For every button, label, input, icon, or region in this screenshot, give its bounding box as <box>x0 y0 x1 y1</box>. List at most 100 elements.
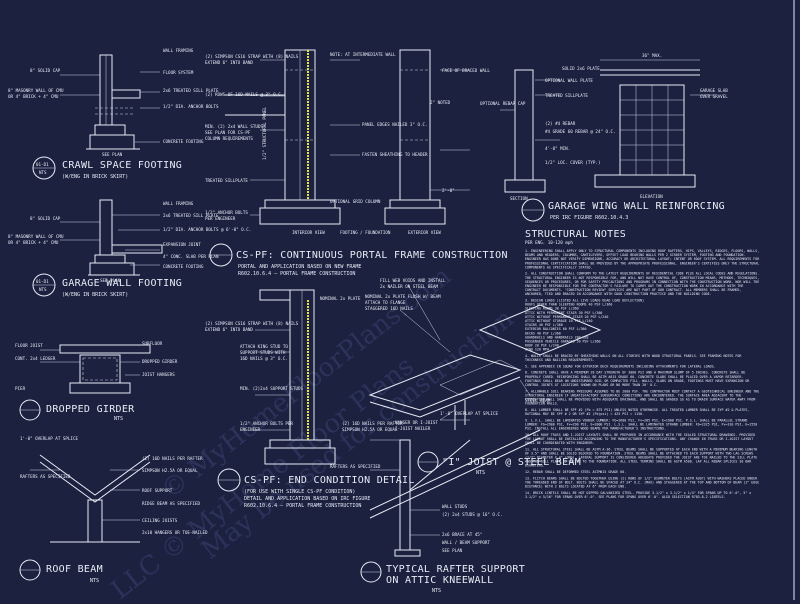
detail-joist-steel-beam: FILL WEB VOIDS AND INSTALL 2x NAILER ON … <box>365 278 602 476</box>
detail-dropped-girder: FLOOR JOIST CONT. 2x4 LEDGER SUBFLOOR DR… <box>15 341 178 422</box>
detail-crawl-space-footing: WALL FRAMING 8" SOLID CAP FLOOR SYSTEM 8… <box>8 48 219 180</box>
crawl-detail-sheet: NTS <box>39 170 47 175</box>
crawl-label-masonry-wall-2: OR 4" BRICK + 4" CMU <box>8 94 59 99</box>
girder-label-subfloor: SUBFLOOR <box>142 341 163 346</box>
crawl-label-wall-framing: WALL FRAMING <box>163 48 194 53</box>
garage-subtitle: (W/ENG IN BRICK SKIRT) <box>62 292 128 298</box>
garage-detail-sheet: NTS <box>39 287 47 292</box>
gw-label-slab: GARAGE SLAB <box>700 88 728 93</box>
rs-label-see-plan: SEE PLAN <box>442 548 463 553</box>
ij-label-flange: ATTACH TO FLANGE <box>365 300 406 305</box>
crawl-label-solid-cap: 8" SOLID CAP <box>30 68 61 73</box>
gw-subtitle: PER IRC FIGURE R602.10.4.3 <box>550 215 628 221</box>
girder-label-pier: PIER <box>15 386 26 391</box>
crawl-title: CRAWL SPACE FOOTING <box>62 160 182 171</box>
notes-subtitle: PER ENG. 10-120 mph <box>525 240 573 245</box>
ec-subtitle-1: (FOR USE WITH SINGLE CS-PF CONDITION) <box>244 489 355 495</box>
rs-label-rafters: RAFTERS AS SPECIFIED <box>330 464 381 469</box>
roofbeam-label-simpson: SIMPSON H2.5A OR EQUAL <box>142 468 198 473</box>
gw-label-2-rebar: (2) #4 REBAR <box>545 121 576 126</box>
garage-label-slab: 4" CONC. SLAB PER PLAN <box>163 254 219 259</box>
notes-body: 1. ENGINEERING SHALL APPLY ONLY TO STRUC… <box>525 249 759 499</box>
crawl-label-masonry-wall: 8" MASONRY WALL OF CMU <box>8 88 64 93</box>
pf-label-column: COLUMN REQUIREMENTS <box>205 136 253 141</box>
pf-label-engineer: PER ENGINEER <box>205 216 236 221</box>
structural-note: 6. CONCRETE SHALL HAVE A MINIMUM 28 DAY … <box>525 371 749 387</box>
rs-label-overlap: 1'-0" OVERLAP AT SPLICE <box>440 411 498 416</box>
rs-label-nails: (2) 16D NAILS PER RAFTER <box>342 421 403 426</box>
roofbeam-sheet: NTS <box>90 578 99 584</box>
ij-label-ij-nailer: I-JOIST NAILER <box>395 426 431 431</box>
structural-note: 8. ALL LUMBER SHALL BE SPF #2 (Fb = 875 … <box>525 408 749 416</box>
ec-label-attach: ATTACH KING STUD TO <box>240 344 288 349</box>
roofbeam-label-roof-support: ROOF SUPPORT <box>142 488 173 493</box>
pf-label-footing: FOOTING / FOUNDATION <box>340 230 391 235</box>
ec-title: CS-PF: END CONDITION DETAIL <box>244 475 415 486</box>
girder-title: DROPPED GIRDER <box>46 404 135 415</box>
garage-label-sill-plate: 2x6 TREATED SILL PLATE <box>163 213 219 218</box>
gw-label-section: SECTION <box>510 196 528 201</box>
roofbeam-label-ceiling-joists: CEILING JOISTS <box>142 518 178 523</box>
structural-note: 7. ALLOWABLE SOIL BEARING PRESSURE ASSUM… <box>525 389 759 405</box>
roofbeam-label-nails: (2) 16D NAILS PER RAFTER <box>142 456 203 461</box>
pf-title: CS-PF: CONTINUOUS PORTAL FRAME CONSTRUCT… <box>236 250 508 261</box>
structural-note: 5. SEE APPENDIX IN SQUAD FOR EXTERIOR DE… <box>525 364 716 368</box>
gw-label-plate: SOLID 2x6 PLATE <box>562 66 600 71</box>
rs-sheet: NTS <box>432 588 441 594</box>
garage-label-see-plan: SEE PLAN <box>100 278 121 283</box>
pf-label-see-plan: SEE PLAN FOR CS-PF <box>205 130 251 135</box>
pf-label-note: NOTE: AT INTERMEDIATE WALL <box>330 52 396 57</box>
girder-label-ledger: CONT. 2x4 LEDGER <box>15 356 56 361</box>
detail-end-condition: (2) SIMPSON CS16 STRAP WITH (8) NAILS EX… <box>205 289 415 509</box>
pf-label-noted: 2" NOTED <box>430 100 451 105</box>
ec-label-anchor: 1/2" ANCHOR BOLTS PER <box>240 421 293 426</box>
roofbeam-label-ridge: RIDGE BEAM AS SPECIFIED <box>142 501 200 506</box>
crawl-detail-id: 01-D1 <box>36 162 49 167</box>
rs-label-wall: WALL / BEAM SUPPORT <box>442 540 490 545</box>
gw-label-optional-plate: OPTIONAL WALL PLATE <box>545 78 593 83</box>
pf-label-face: FACE OF BRACED WALL <box>442 68 490 73</box>
ec-subtitle-3: R602.10.6.4 — PORTAL FRAME CONSTRUCTION <box>244 503 361 509</box>
ij-label-nails: STAGGERED 16D NAILS <box>365 306 413 311</box>
ij-label-hanger: HANGER OR I-JOIST <box>395 420 438 425</box>
girder-label-floor-joist: FLOOR JOIST <box>15 343 43 348</box>
rs-title: TYPICAL RAFTER SUPPORT <box>386 564 525 575</box>
crawl-label-see-plan: SEE PLAN <box>102 152 123 157</box>
structural-note: 3. DESIGN LOADS (LISTED ALL LIVE LOADS D… <box>525 299 644 352</box>
detail-portal-frame: (2) SIMPSON CS16 STRAP WITH (8) NAILS EX… <box>205 49 508 277</box>
rs-label-brace: 2x6 BRACE AT 45° <box>442 532 482 537</box>
ec-label-support: SUPPORT STUDS WITH <box>240 350 286 355</box>
garage-label-expansion-joint: EXPANSION JOINT <box>163 242 201 247</box>
gw-label-36max: 36" MAX. <box>642 53 662 58</box>
pf-label-fasten: FASTEN SHEATHING TO HEADER <box>362 152 428 157</box>
structural-note: 4. WALLS SHALL BE BRACED BY SHEATHING WA… <box>525 354 741 362</box>
rs-label-simpson: SIMPSON H2.5A OR EQUAL <box>342 427 398 432</box>
ij-label-nailer: 2x NAILER ON STEEL BEAM <box>380 284 438 289</box>
garage-label-wall-framing: WALL FRAMING <box>163 201 194 206</box>
garage-title: GARAGE WALL FOOTING <box>62 278 182 289</box>
pf-subtitle-1: PORTAL AND APPLICATION BASED ON NEW FRAM… <box>238 264 361 270</box>
structural-note: 13. FLITCH BEAMS SHALL BE BOLTED TOGETHE… <box>525 476 759 488</box>
rs-label-2x4: (2) 2x4 STUDS @ 16" O.C. <box>442 512 503 517</box>
structural-note: 10. ALL ROOF TRUSS AND I-JOIST LAYOUTS S… <box>525 433 755 445</box>
structural-note: 1. ENGINEERING SHALL APPLY ONLY TO STRUC… <box>525 249 759 269</box>
girder-label-girder: DROPPED GIRDER <box>142 359 178 364</box>
gw-label-cover: 1/2" LOC. COVER (TYP.) <box>545 160 600 165</box>
roofbeam-title: ROOF BEAM <box>46 564 103 575</box>
gw-label-rebar-cap: OPTIONAL REBAR CAP <box>480 101 526 106</box>
gw-label-sillplate: TREATED SILLPLATE <box>545 93 588 98</box>
ec-label-nails: 16D NAILS @ 3" O.C. <box>240 356 288 361</box>
pf-label-grid: OPTIONAL GRID COLUMN <box>330 199 381 204</box>
pf-label-strap: (2) SIMPSON CS16 STRAP WITH (8) NAILS <box>205 54 299 59</box>
pf-label-anchor: 1/2" ANCHOR BOLTS <box>205 210 248 215</box>
crawl-label-sill-plate: 2x6 TREATED SILL PLATE <box>163 88 219 93</box>
garage-label-anchor-bolts: 1/2" DIA. ANCHOR BOLTS @ 6'-0" O.C. <box>163 227 251 232</box>
ec-label-strap: (2) SIMPSON CS16 STRAP WITH (8) NAILS <box>205 321 299 326</box>
crawl-label-anchor-bolts: 1/2" DIA. ANCHOR BOLTS <box>163 104 219 109</box>
rs-title-2: ON ATTIC KNEEWALL <box>386 575 493 586</box>
garage-label-footing: CONCRETE FOOTING <box>163 264 204 269</box>
pf-label-panel: 1/2" STRUCTURAL PANEL <box>262 107 267 160</box>
structural-note: 11. ALL STRUCTURAL STEEL SHALL BE ASTM A… <box>525 447 757 467</box>
